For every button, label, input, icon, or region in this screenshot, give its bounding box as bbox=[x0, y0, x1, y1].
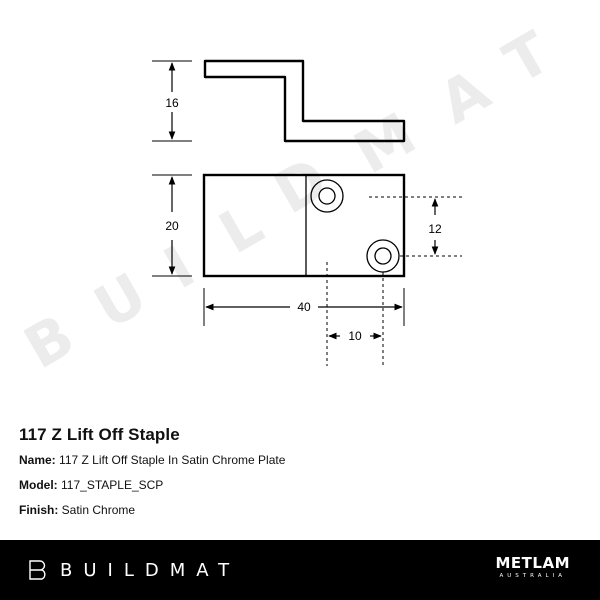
name-label: Name: bbox=[19, 453, 56, 467]
metlam-wordmark: METLAM bbox=[495, 554, 570, 572]
finish-value: Satin Chrome bbox=[61, 503, 136, 517]
model-label: Model: bbox=[19, 478, 58, 492]
name-row: Name: 117 Z Lift Off Staple In Satin Chr… bbox=[19, 453, 285, 467]
model-value: 117_STAPLE_SCP bbox=[61, 478, 164, 492]
buildmat-wordmark: BUILDMAT bbox=[60, 559, 241, 581]
name-value: 117 Z Lift Off Staple In Satin Chrome Pl… bbox=[59, 453, 286, 467]
hole-bottom bbox=[366, 239, 400, 273]
model-row: Model: 117_STAPLE_SCP bbox=[19, 478, 285, 492]
finish-label: Finish: bbox=[19, 503, 59, 517]
metlam-logo: METLAM AUSTRALIA bbox=[495, 554, 571, 580]
product-info: 117 Z Lift Off Staple Name: 117 Z Lift O… bbox=[19, 425, 285, 528]
buildmat-logo: BUILDMAT bbox=[28, 559, 240, 581]
buildmat-b-icon bbox=[29, 560, 46, 580]
side-profile bbox=[203, 59, 406, 143]
footer-bar: BUILDMAT METLAM AUSTRALIA bbox=[0, 540, 600, 600]
metlam-subtitle: AUSTRALIA bbox=[499, 573, 566, 579]
dim-hole-spacing: 12 bbox=[428, 222, 442, 236]
dim-hole-offset: 10 bbox=[348, 329, 362, 343]
dim-overall-width: 40 bbox=[297, 300, 311, 314]
dim-front-height: 20 bbox=[165, 219, 179, 233]
finish-row: Finish: Satin Chrome bbox=[19, 503, 285, 517]
front-plate bbox=[202, 173, 406, 278]
technical-drawing: 16 20 12 40 10 bbox=[152, 59, 462, 366]
dim-side-height: 16 bbox=[165, 96, 179, 110]
hole-top bbox=[310, 179, 344, 213]
product-title: 117 Z Lift Off Staple bbox=[19, 425, 180, 444]
